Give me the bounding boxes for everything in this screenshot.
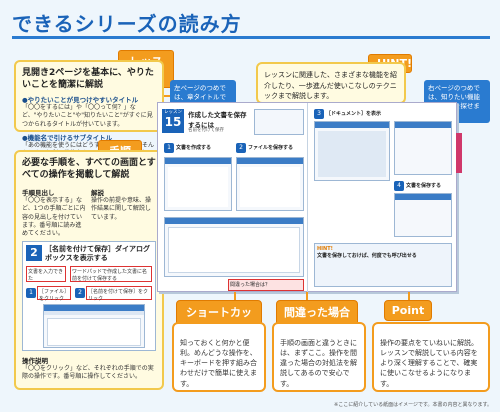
book-intro-box <box>254 109 304 135</box>
step-label-heading: 手順見出し <box>22 189 55 198</box>
lesson-heading: 見開き2ページを基本に、やりたいことを簡潔に解説 <box>22 68 154 90</box>
book-step-4-screenshot <box>394 193 452 237</box>
hint-card: レッスンに関連した、さまざまな機能を紹介したり、一歩進んだ使いこなしのテクニック… <box>256 62 406 104</box>
step-example-title-a: ［名前を付けて保存］ダイアログ <box>45 244 150 253</box>
book-lesson-title: 作成した文書を保存するには <box>188 111 247 129</box>
page-title: できるシリーズの読み方 <box>12 12 242 36</box>
lesson-card: 見開き2ページを基本に、やりたいことを簡潔に解説 ●やりたいことが見つけやすいタ… <box>14 60 164 165</box>
step-box-a: 文書を入力できた <box>26 265 66 282</box>
step-label-explain: 解説 <box>91 189 104 198</box>
window-document-area <box>47 317 141 346</box>
step-heading: 必要な手順を、すべての画面とすべての操作を掲載して解説 <box>22 158 156 180</box>
book-left-page: レッスン 15 作成した文書を保存するには 名前を付けて保存 1 文書を作成する… <box>158 103 308 293</box>
book-step-3-title: ［ドキュメント］を表示 <box>326 111 382 117</box>
book-lesson-label: レッスン <box>164 110 182 115</box>
window-document-area <box>168 227 300 273</box>
book-step-1-title: 文書を作成する <box>176 145 212 151</box>
step-label-heading-text: 「〇〇を表示する」など、1つの手順ごとに内容の見出しを付けています。番号順に読み… <box>22 197 86 237</box>
book-step-3-number: 3 <box>314 109 324 119</box>
book-trouble-box: 間違った場合は？ <box>228 279 304 291</box>
lesson-bullet-2: ●機能名で引けるサブタイトル <box>22 133 113 142</box>
window-document-area <box>318 131 386 177</box>
point-card: 操作の要点をていねいに解説。レッスンで解説している内容をより深く理解することで、… <box>372 322 490 392</box>
book-lesson-badge: レッスン 15 <box>162 109 184 133</box>
book-step-2-screenshot <box>236 157 304 211</box>
book-step-4-number: 4 <box>394 181 404 191</box>
step-example-number: 2 <box>26 244 42 261</box>
step-box-d-number: 2 <box>75 287 85 298</box>
point-tag: Point <box>384 300 432 321</box>
lesson-bullet-1-text: 「〇〇をするには」や「〇〇って何？」など、"やりたいこと"や"知りたいこと"がす… <box>22 104 153 128</box>
book-hint-box: HINT! 文書を保存しておけば、何度でも呼び出せる <box>314 243 452 287</box>
title-underline <box>12 36 490 39</box>
window-document-area <box>168 167 228 207</box>
book-lesson-number: 15 <box>164 115 182 129</box>
mistake-connector <box>306 292 308 302</box>
book-step-1-number: 1 <box>164 143 174 153</box>
book-right-page: 3 ［ドキュメント］を表示 4 文書を保存する HINT! 文書を保存しておけば… <box>308 103 458 293</box>
step-label-explain-text: 操作の前提や意味、操作結果に関して解説しています。 <box>91 197 152 221</box>
book-step-3-screenshot <box>314 121 390 181</box>
shortcut-text: 知っておくと何かと便利。めんどうな操作を、キーボードを押す組み合わせだけで簡単に… <box>180 339 257 388</box>
mistake-card: 手順の画面と違うときには、まずここ。操作を間違った場合の対処法を解説してあるので… <box>272 322 366 392</box>
step-label-operation: 操作説明 <box>22 356 48 365</box>
window-titlebar <box>395 122 451 128</box>
shortcut-connector <box>234 292 236 302</box>
book-step-2-number: 2 <box>236 143 246 153</box>
step-box-d: ［名前を付けて保存］をクリック <box>86 285 152 302</box>
book-right-tab <box>456 133 462 173</box>
step-example-screenshot <box>43 303 145 348</box>
window-menubar <box>44 310 144 315</box>
window-titlebar <box>237 158 303 164</box>
book-hint-label: HINT! <box>317 246 333 252</box>
shortcut-card: 知っておくと何かと便利。めんどうな操作を、キーボードを押す組み合わせだけで簡単に… <box>172 322 266 392</box>
book-step-2-title: ファイルを保存する <box>248 145 294 151</box>
step-box-c-number: 1 <box>26 287 36 298</box>
step-box-b: ワードパッドで作成した文書に名前を付けて保存する <box>70 265 152 282</box>
step-example-title-b: ボックスを表示する <box>45 253 108 262</box>
point-connector <box>408 292 410 302</box>
book-dialog-screenshot <box>164 217 304 277</box>
window-titlebar <box>44 304 144 311</box>
book-spread: レッスン 15 作成した文書を保存するには 名前を付けて保存 1 文書を作成する… <box>157 102 462 293</box>
step-label-operation-text: 「〇〇をクリック」など、それぞれの手順での実際の操作です。番号順に操作してくださ… <box>22 364 154 380</box>
window-titlebar <box>395 194 451 200</box>
book-hint-title: 文書を保存しておけば、何度でも呼び出せる <box>317 253 417 259</box>
window-titlebar <box>315 122 389 128</box>
mistake-text: 手順の画面と違うときには、まずここ。操作を間違った場合の対処法を解説してあるので… <box>280 339 357 388</box>
book-step-4-title: 文書を保存する <box>406 183 442 189</box>
book-step-1-screenshot <box>164 157 232 211</box>
book-step-3b-screenshot <box>394 121 452 175</box>
window-document-area <box>240 167 300 207</box>
step-card: 必要な手順を、すべての画面とすべての操作を掲載して解説 手順見出し 「〇〇を表示… <box>14 150 164 390</box>
footnote: ※ここに紹介している紙面はイメージです。本書の内容と異なります。 <box>334 402 492 408</box>
step-box-c: ［ファイル］をクリック <box>37 285 71 302</box>
hint-text: レッスンに関連した、さまざまな機能を紹介したり、一歩進んだ使いこなしのテクニック… <box>264 71 397 100</box>
window-titlebar <box>165 218 303 224</box>
lesson-bullet-1: ●やりたいことが見つけやすいタイトル <box>22 96 139 105</box>
point-text: 操作の要点をていねいに解説。レッスンで解説している内容をより深く理解することで、… <box>380 339 478 388</box>
step-example: 2 ［名前を付けて保存］ダイアログ ボックスを表示する 文書を入力できた ワード… <box>22 240 156 351</box>
book-lesson-subtitle: 名前を付けて保存 <box>188 128 224 133</box>
window-titlebar <box>165 158 231 164</box>
